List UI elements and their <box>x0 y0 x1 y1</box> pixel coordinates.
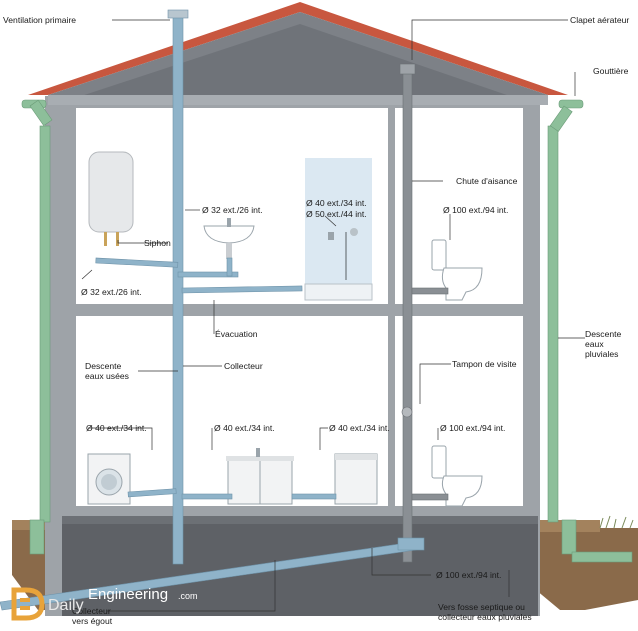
label-siphon-dim: Ø 32 ext./26 int. <box>81 287 142 297</box>
label-lave-vaisselle-dim: Ø 40 ext./34 int. <box>329 423 390 433</box>
washing-machine <box>87 453 131 505</box>
label-collecteur-egout: Collecteur vers égout <box>72 606 113 626</box>
label-douche-dim-2: Ø 50 ext./44 int. <box>306 209 367 219</box>
label-gouttiere: Gouttière <box>593 66 629 76</box>
waste-pipes <box>95 9 337 565</box>
room-wc-lower <box>395 316 523 506</box>
label-lave-linge-dim: Ø 40 ext./34 int. <box>86 423 147 433</box>
water-heater <box>88 151 134 246</box>
label-lavabo-dim: Ø 32 ext./26 int. <box>202 205 263 215</box>
label-fosse-septique: Vers fosse septique ou collecteur eaux p… <box>438 602 532 622</box>
label-clapet-aerateur: Clapet aérateur <box>570 15 630 25</box>
ventilation-stack <box>172 13 184 565</box>
leader-lines <box>81 19 585 612</box>
label-collecteur-sol-dim: Ø 100 ext./94 int. <box>436 570 502 580</box>
watermark-brand: Engineering <box>88 586 169 603</box>
label-tampon-visite: Tampon de visite <box>452 359 517 369</box>
shower <box>304 158 373 301</box>
label-evier-dim: Ø 40 ext./34 int. <box>214 423 275 433</box>
house-structure <box>28 2 568 616</box>
label-descente-eaux-pluviales: Descente eaux pluviales <box>585 329 622 359</box>
washbasin <box>203 218 255 259</box>
label-wc-bas-dim: Ø 100 ext./94 int. <box>440 423 506 433</box>
label-wc-haut-dim: Ø 100 ext./94 int. <box>443 205 509 215</box>
label-descente-eaux-usees: Descente eaux usées <box>85 361 129 381</box>
kitchen-cabinet <box>226 448 294 505</box>
d-logo-icon <box>11 587 45 621</box>
soil-stack <box>399 63 449 563</box>
label-chute-aisance: Chute d'aisance <box>456 176 518 186</box>
watermark-logo <box>10 586 46 622</box>
label-evacuation: Évacuation <box>215 329 258 339</box>
grass <box>599 515 634 529</box>
watermark-prefix: Daily <box>48 597 84 614</box>
label-siphon: Siphon <box>144 238 171 248</box>
watermark-suffix: .com <box>178 591 198 601</box>
dishwasher <box>334 453 378 505</box>
label-douche-dim-1: Ø 40 ext./34 int. <box>306 198 367 208</box>
toilet-lower <box>431 445 483 507</box>
rainwater-pipes <box>21 99 633 563</box>
toilet-upper <box>431 239 483 301</box>
label-ventilation-primaire: Ventilation primaire <box>3 15 77 25</box>
collector-pipe <box>0 537 425 611</box>
label-collecteur: Collecteur <box>224 361 263 371</box>
